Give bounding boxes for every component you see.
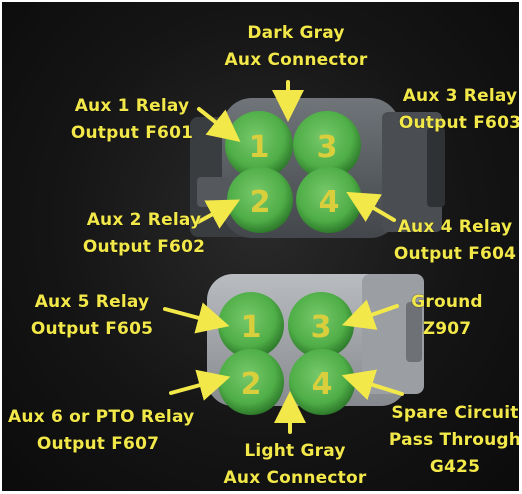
bottom-pin-2 [218, 349, 284, 415]
top-pin-2 [227, 167, 293, 233]
aux4-arrow [346, 191, 396, 222]
aux4-label: Aux 4 Relay Output F604 [393, 217, 517, 264]
top-pin-3 [293, 111, 361, 179]
top-pin-1 [225, 111, 293, 179]
spare-label: Spare Circuit Pass Through G425 [388, 403, 519, 477]
ground-label: Ground Z907 [411, 292, 483, 339]
top-pin-1-number: 1 [249, 130, 270, 165]
bottom-connector-label: Light Gray Aux Connector [223, 441, 367, 488]
aux1-label: Aux 1 Relay Output F601 [70, 96, 194, 143]
bottom-pin-3-number: 3 [311, 310, 332, 345]
aux6-arrow [169, 369, 231, 401]
ground-arrow [341, 299, 399, 330]
bottom-pin-3 [288, 292, 354, 358]
spare-arrow [341, 369, 404, 401]
bottom-pin-2-number: 2 [241, 367, 262, 402]
bottom-pin-1-number: 1 [241, 310, 262, 345]
top-pin-4-number: 4 [319, 185, 340, 220]
bottom-pin-1 [218, 292, 284, 358]
aux3-label: Aux 3 Relay Output F603 [398, 86, 519, 133]
aux5-arrow [163, 302, 230, 334]
aux2-label: Aux 2 Relay Output F602 [82, 210, 206, 257]
top-pin-4 [296, 167, 362, 233]
top-connector-label: Dark Gray Aux Connector [224, 23, 368, 70]
aux6-label: Aux 6 or PTO Relay Output F607 [8, 407, 195, 454]
aux1-arrow [197, 107, 241, 142]
top-pin-2-number: 2 [250, 185, 271, 220]
top-pin-3-number: 3 [317, 130, 338, 165]
aux5-label: Aux 5 Relay Output F605 [30, 292, 154, 339]
aux2-arrow [196, 199, 241, 229]
bottom-pin-4-number: 4 [312, 367, 333, 402]
